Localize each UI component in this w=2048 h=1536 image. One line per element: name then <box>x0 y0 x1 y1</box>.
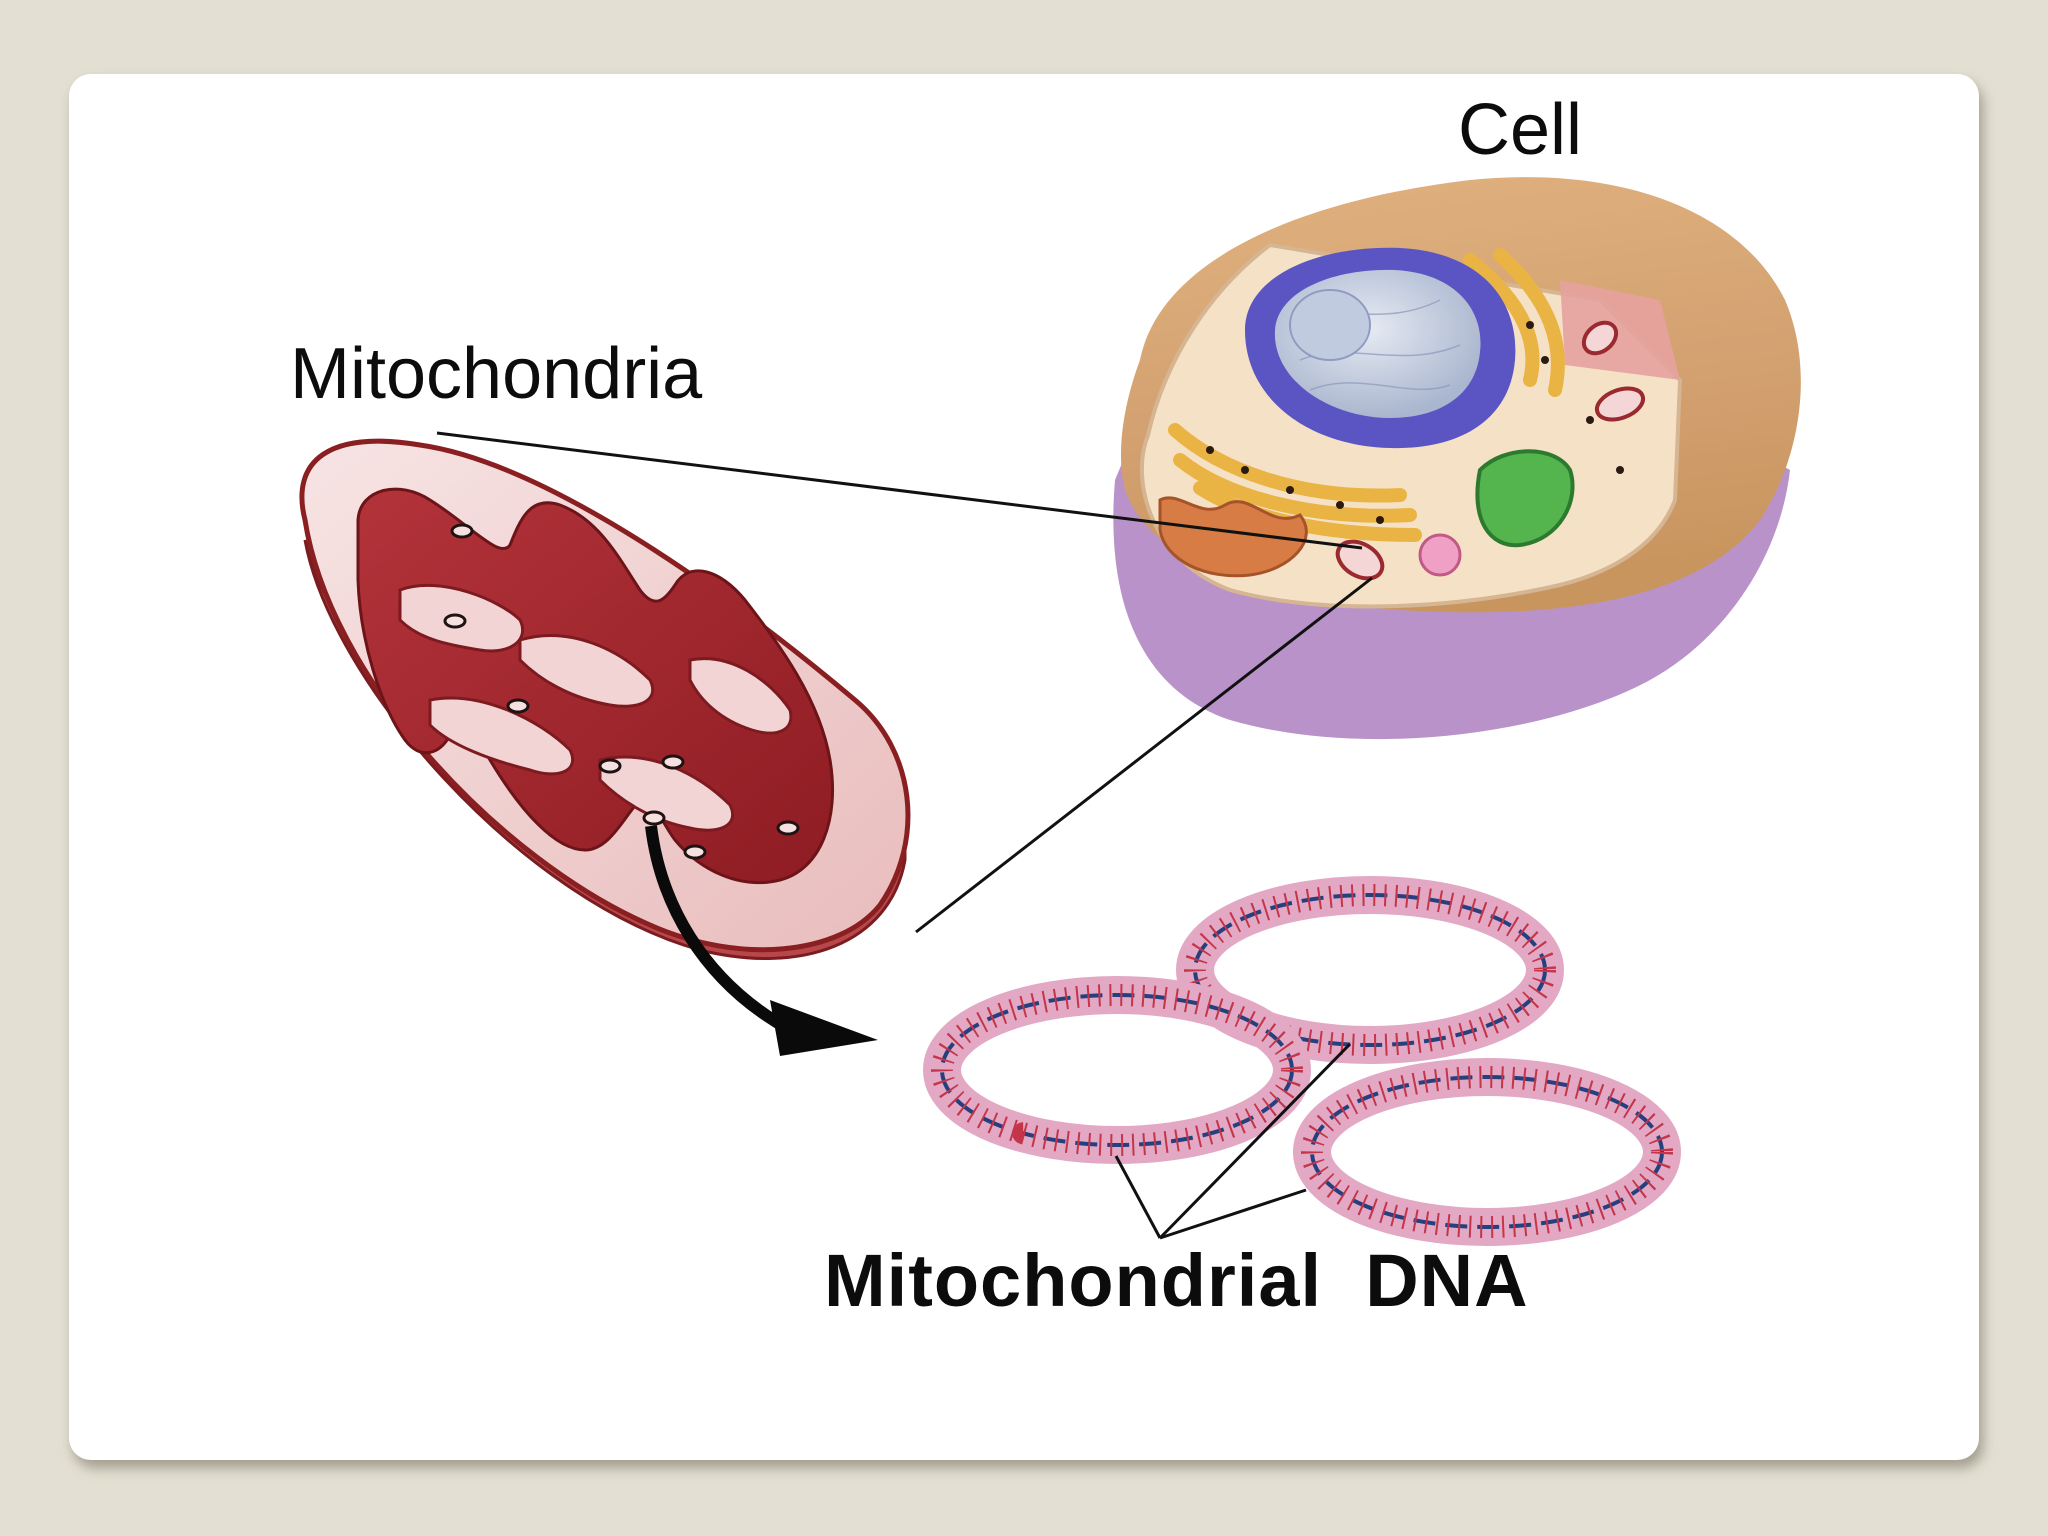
cell-mitochondria <box>1335 320 1646 581</box>
leader-lines <box>436 431 1373 1240</box>
curved-arrow-icon <box>645 825 793 1036</box>
mitochondria-label: Mitochondria <box>290 334 703 414</box>
mtdna-ring <box>923 976 1311 1164</box>
mtdna-ring <box>1293 1058 1681 1246</box>
cell-label: Cell <box>1458 90 1583 170</box>
mitochondrion-illustration <box>299 438 911 961</box>
matrix-dna-dots <box>443 523 800 860</box>
mtdna-rings <box>923 876 1681 1246</box>
cell-illustration <box>1113 177 1801 740</box>
mitochondrial-dna-label: Mitochondrial DNA <box>824 1239 1529 1322</box>
mtdna-ring <box>1176 876 1564 1064</box>
green-organelle <box>1475 449 1575 548</box>
endoplasmic-reticulum <box>1158 496 1308 578</box>
